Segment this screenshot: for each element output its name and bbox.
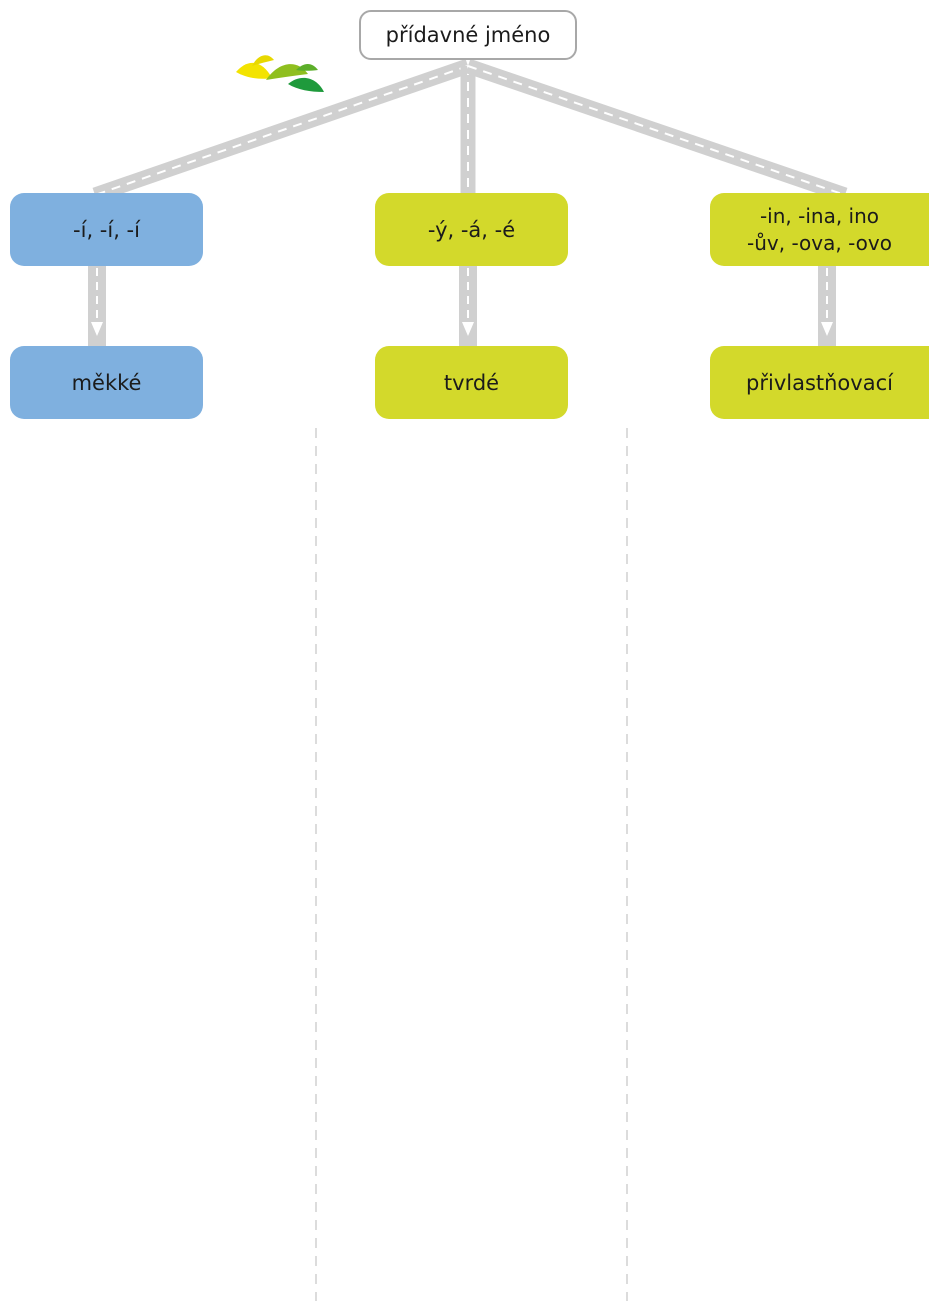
endings-possessive-box: -in, -ina, ino -ův, -ova, -ovo	[710, 193, 929, 266]
endings-possessive-line-1: -in, -ina, ino	[759, 203, 880, 228]
category-possessive-label: přivlastňovací	[746, 370, 893, 395]
road-root-to-soft	[92, 58, 471, 203]
category-hard-label: tvrdé	[443, 370, 500, 395]
category-possessive-box: přivlastňovací	[710, 346, 929, 419]
category-hard-box: tvrdé	[375, 346, 568, 419]
endings-possessive-line-2: -ův, -ova, -ovo	[747, 230, 892, 255]
endings-hard-box: -ý, -á, -é	[375, 193, 568, 266]
leaves-logo-icon	[236, 55, 324, 92]
road-root-to-possessive	[465, 58, 848, 203]
category-soft-label: měkké	[71, 370, 142, 395]
road-soft-to-mekke	[88, 266, 106, 346]
road-hard-to-tvrde	[459, 266, 477, 346]
category-soft-box: měkké	[10, 346, 203, 419]
road-possessive-to-privl	[818, 266, 836, 346]
endings-hard-label: -ý, -á, -é	[427, 217, 516, 242]
endings-soft-box: -í, -í, -í	[10, 193, 203, 266]
root-node: přídavné jméno	[359, 10, 577, 60]
root-label: přídavné jméno	[385, 23, 551, 47]
endings-soft-label: -í, -í, -í	[73, 217, 140, 242]
